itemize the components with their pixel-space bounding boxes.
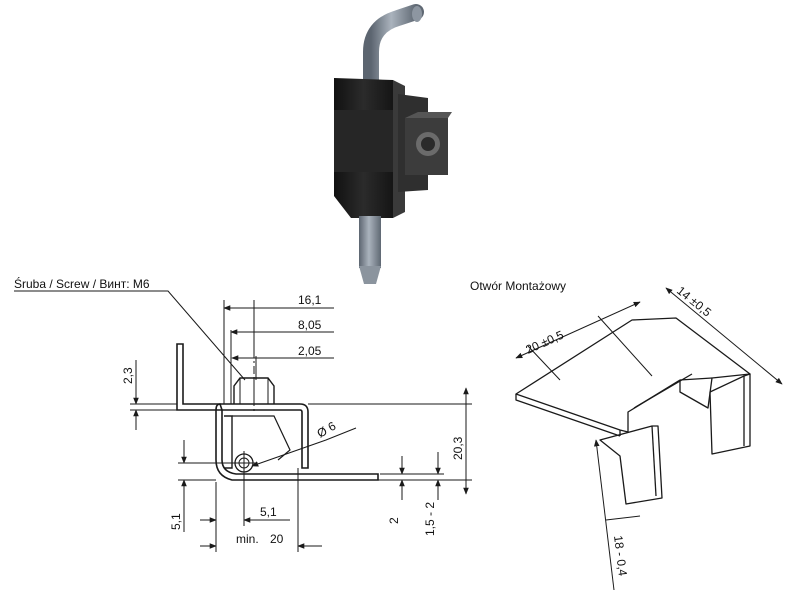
dim-23-text: 2,3 bbox=[121, 367, 135, 384]
dim-2-text: 2 bbox=[387, 517, 401, 524]
phi6-leader bbox=[251, 427, 357, 467]
dim-51h-text: 5,1 bbox=[260, 505, 277, 519]
hinge-inner-wall bbox=[224, 415, 233, 469]
phi6-text: Ø 6 bbox=[315, 419, 339, 441]
dim-h18-line bbox=[593, 439, 615, 591]
bottom-pin-tip bbox=[359, 266, 381, 284]
dim-min20-text: 20 bbox=[270, 532, 284, 546]
dim-w20-text: 20 ±0,5 bbox=[524, 328, 566, 357]
dim-h18-text: 18 - 0,4 bbox=[611, 535, 630, 577]
dim-w20-line bbox=[515, 301, 641, 359]
mounting-hole-drawing bbox=[515, 287, 783, 591]
hinge-body-cut bbox=[232, 415, 291, 461]
dim-w14-line bbox=[665, 287, 783, 385]
mounting-hole-label: Otwór Montażowy bbox=[470, 279, 566, 293]
hinge-body-mid bbox=[334, 110, 396, 172]
bent-pin-top bbox=[363, 4, 424, 90]
dim-51v-text: 5,1 bbox=[169, 513, 183, 530]
screw-label: Śruba / Screw / Винт: M6 bbox=[14, 276, 150, 291]
section-drawing bbox=[14, 290, 472, 552]
dim-203-text: 20,3 bbox=[451, 436, 465, 460]
bracket-profile bbox=[176, 343, 309, 469]
screw-leader-line bbox=[14, 290, 246, 381]
pin-tip-end bbox=[412, 6, 422, 22]
ext-h18-bottom bbox=[605, 515, 641, 521]
sheet-front-edge bbox=[515, 394, 621, 437]
thread-hole-inner bbox=[421, 137, 435, 151]
slot-line-1 bbox=[633, 373, 693, 409]
bottom-pin bbox=[359, 216, 381, 268]
base-plate bbox=[215, 403, 379, 481]
dim-w14-text: 14 ±0,5 bbox=[674, 283, 714, 319]
dim-152-text: 1,5 - 2 bbox=[423, 502, 437, 536]
dim-161-text: 16,1 bbox=[298, 293, 322, 307]
dim-min20-prefix: min. bbox=[236, 532, 259, 546]
hinge-3d-render bbox=[334, 4, 452, 284]
nut-block-top bbox=[405, 112, 452, 118]
dim-805-text: 8,05 bbox=[298, 318, 322, 332]
sheet-front-leg-inner bbox=[651, 425, 657, 497]
dim-205-text: 2,05 bbox=[298, 344, 322, 358]
